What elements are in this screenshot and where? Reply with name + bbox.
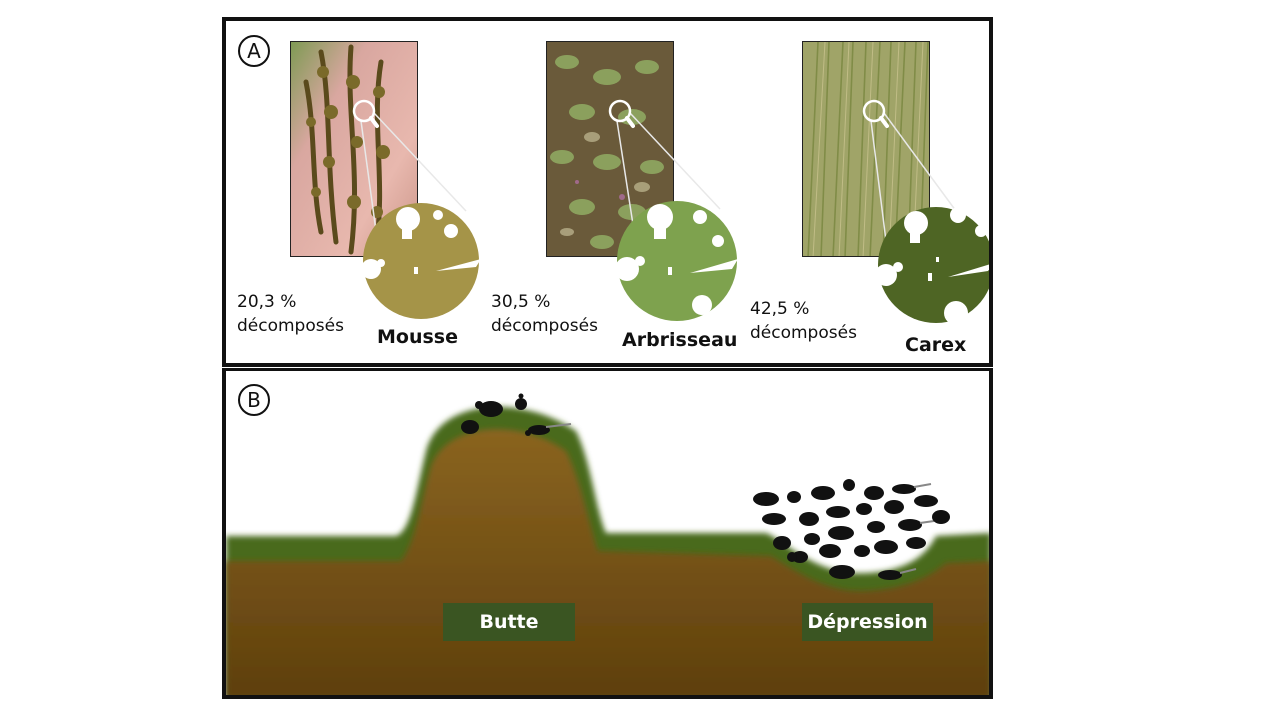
magnifier-icon — [862, 99, 886, 123]
percent-sedge: 42,5 % décomposés — [750, 299, 857, 343]
magnifier-shrub — [608, 99, 738, 321]
terrain-illustration — [226, 393, 989, 695]
decomposition-disc-sedge — [878, 207, 989, 323]
soil-layer — [226, 429, 989, 695]
panel-letter-b: B — [238, 384, 270, 416]
panel-a-decomposition: A — [222, 17, 993, 367]
magnifier-icon — [608, 99, 632, 123]
percent-moss: 20,3 % décomposés — [237, 292, 344, 336]
panel-letter-a: A — [238, 35, 270, 67]
magnifier-sedge — [862, 99, 989, 325]
plant-label-moss: Mousse — [377, 326, 458, 348]
plant-label-sedge: Carex — [905, 334, 967, 356]
decomposition-disc-shrub — [617, 201, 737, 321]
plant-label-shrub: Arbrisseau — [622, 329, 738, 351]
percent-shrub: 30,5 % décomposés — [491, 292, 598, 336]
insects-hollow — [753, 479, 950, 580]
panel-b-microtopography: B Butte Dépression — [222, 368, 993, 699]
insects-hummock — [461, 393, 572, 436]
magnifier-moss — [352, 99, 481, 319]
magnifier-icon — [352, 99, 376, 123]
habitat-label-hollow: Dépression — [802, 603, 933, 641]
habitat-label-hummock: Butte — [443, 603, 575, 641]
